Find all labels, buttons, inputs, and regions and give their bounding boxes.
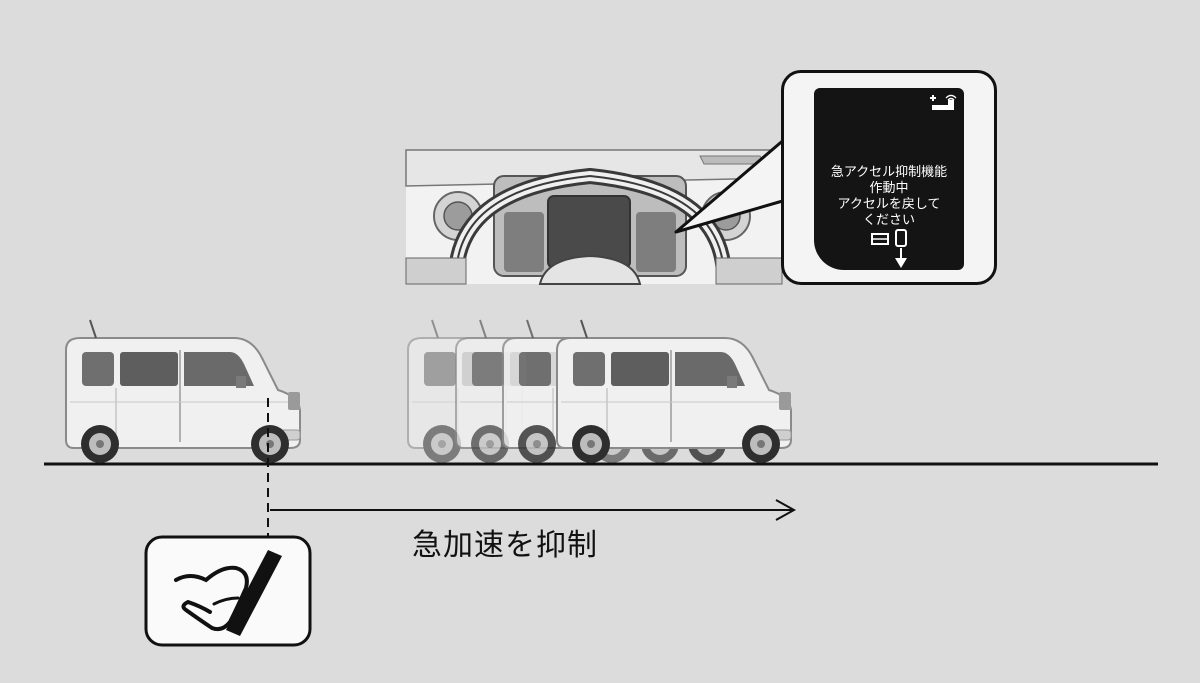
- display-message-line3: アクセルを戻して: [837, 197, 941, 212]
- accelerator-pedal-release-icon: [871, 229, 907, 268]
- meter-display-screen: 急アクセル抑制機能 作動中 アクセルを戻して ください: [814, 88, 964, 270]
- caption-suppress-acceleration: 急加速を抑制: [412, 528, 598, 563]
- acceleration-arrow: [270, 499, 797, 521]
- van-start: [65, 319, 301, 464]
- meter-display-callout: 急アクセル抑制機能 作動中 アクセルを戻して ください: [781, 70, 997, 285]
- van-end: [556, 319, 792, 464]
- foot-on-pedal-icon: [144, 535, 312, 647]
- display-message-line1: 急アクセル抑制機能: [830, 165, 948, 180]
- display-message-line2: 作動中: [869, 181, 909, 196]
- display-message: 急アクセル抑制機能 作動中 アクセルを戻して ください: [814, 165, 964, 229]
- display-message-line4: ください: [862, 213, 915, 228]
- car-connectivity-icon: [930, 94, 957, 110]
